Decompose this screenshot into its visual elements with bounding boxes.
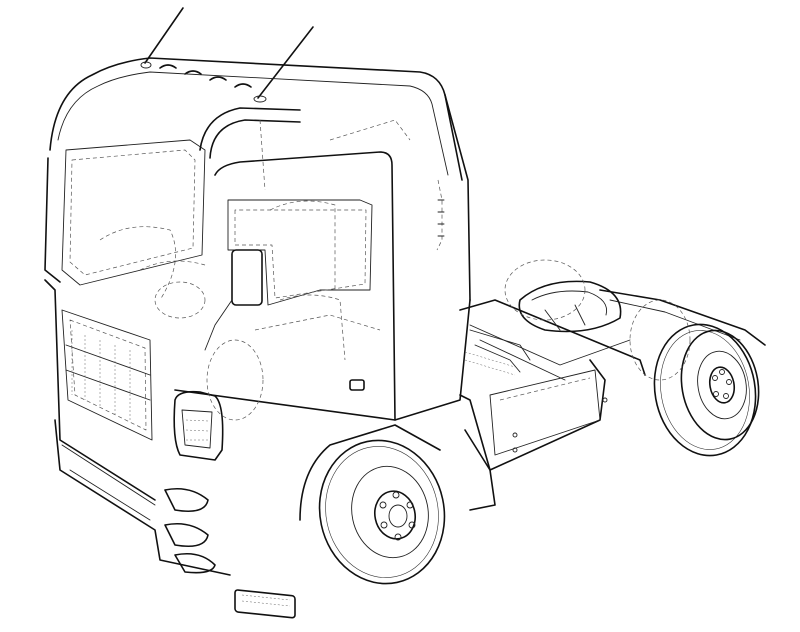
cab: [44, 57, 471, 421]
rear-wheels: [504, 259, 766, 457]
headlight: [173, 390, 224, 461]
fifth-wheel: [464, 280, 622, 376]
chassis: [459, 299, 646, 511]
step: [234, 589, 296, 619]
antennas: [140, 7, 314, 103]
roof-marker-lights: [159, 64, 252, 88]
front-wheel: [299, 424, 446, 585]
interior-hidden-lines: [99, 119, 411, 421]
fog-lights: [164, 487, 216, 574]
front-grille: [44, 279, 231, 576]
